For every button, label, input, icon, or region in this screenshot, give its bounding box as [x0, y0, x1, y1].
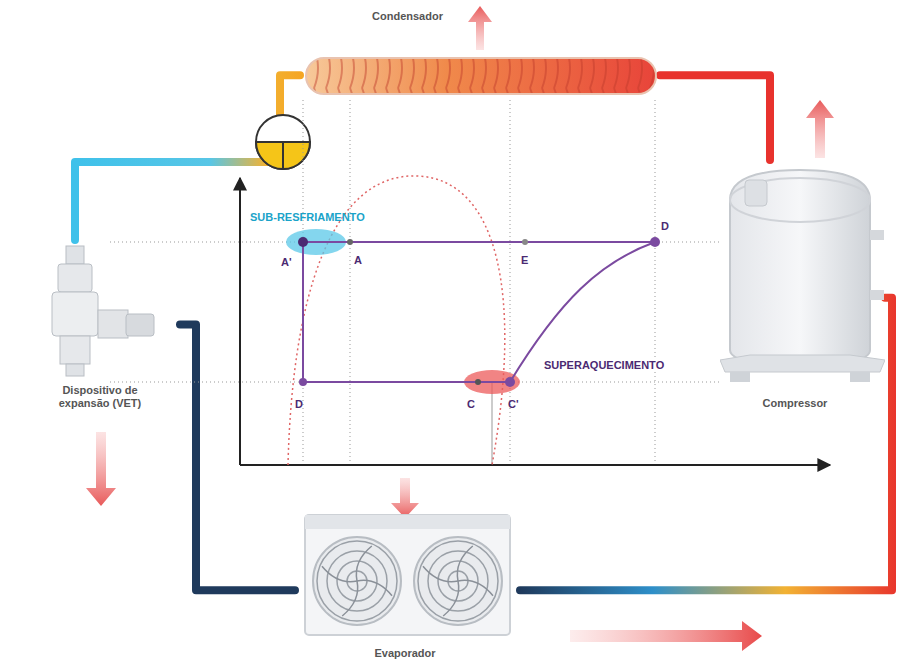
condenser-drawing: [300, 8, 660, 100]
component-node: Evaporador: [295, 505, 520, 663]
refrigerant-pipe: [660, 75, 770, 160]
zone-label: SUPERAQUECIMENTO: [543, 359, 665, 371]
flow-arrow: [468, 6, 492, 50]
zone-label: SUB-RESFRIAMENTO: [250, 211, 365, 223]
component-node: Condensador: [300, 8, 660, 100]
compressor-drawing: [720, 160, 885, 420]
state-label: D: [295, 398, 303, 410]
grid-line: [110, 100, 720, 465]
state-label: A': [281, 256, 292, 268]
flow-arrow: [806, 100, 834, 158]
state-label: C': [508, 398, 519, 410]
component-label: Evaporador: [350, 647, 460, 660]
flow-arrow: [86, 432, 116, 506]
component-label: Compressor: [740, 397, 850, 410]
flow-arrow: [570, 621, 762, 651]
component-node: Compressor: [720, 160, 885, 420]
component-label: Condensador: [365, 10, 450, 23]
liquid-receiver: [256, 115, 310, 169]
component-node: Dispositivo de expansão (VET): [30, 240, 180, 420]
component-label: Dispositivo de expansão (VET): [40, 384, 160, 410]
state-label: D: [661, 220, 669, 232]
refrigerant-pipe: [180, 325, 295, 591]
state-label: A: [354, 254, 362, 266]
axis: [240, 464, 830, 466]
evaporator-drawing: [295, 505, 520, 663]
state-label: C: [467, 398, 475, 410]
axis: [239, 178, 241, 465]
state-label: E: [521, 254, 528, 266]
flow-arrow: [391, 478, 419, 518]
